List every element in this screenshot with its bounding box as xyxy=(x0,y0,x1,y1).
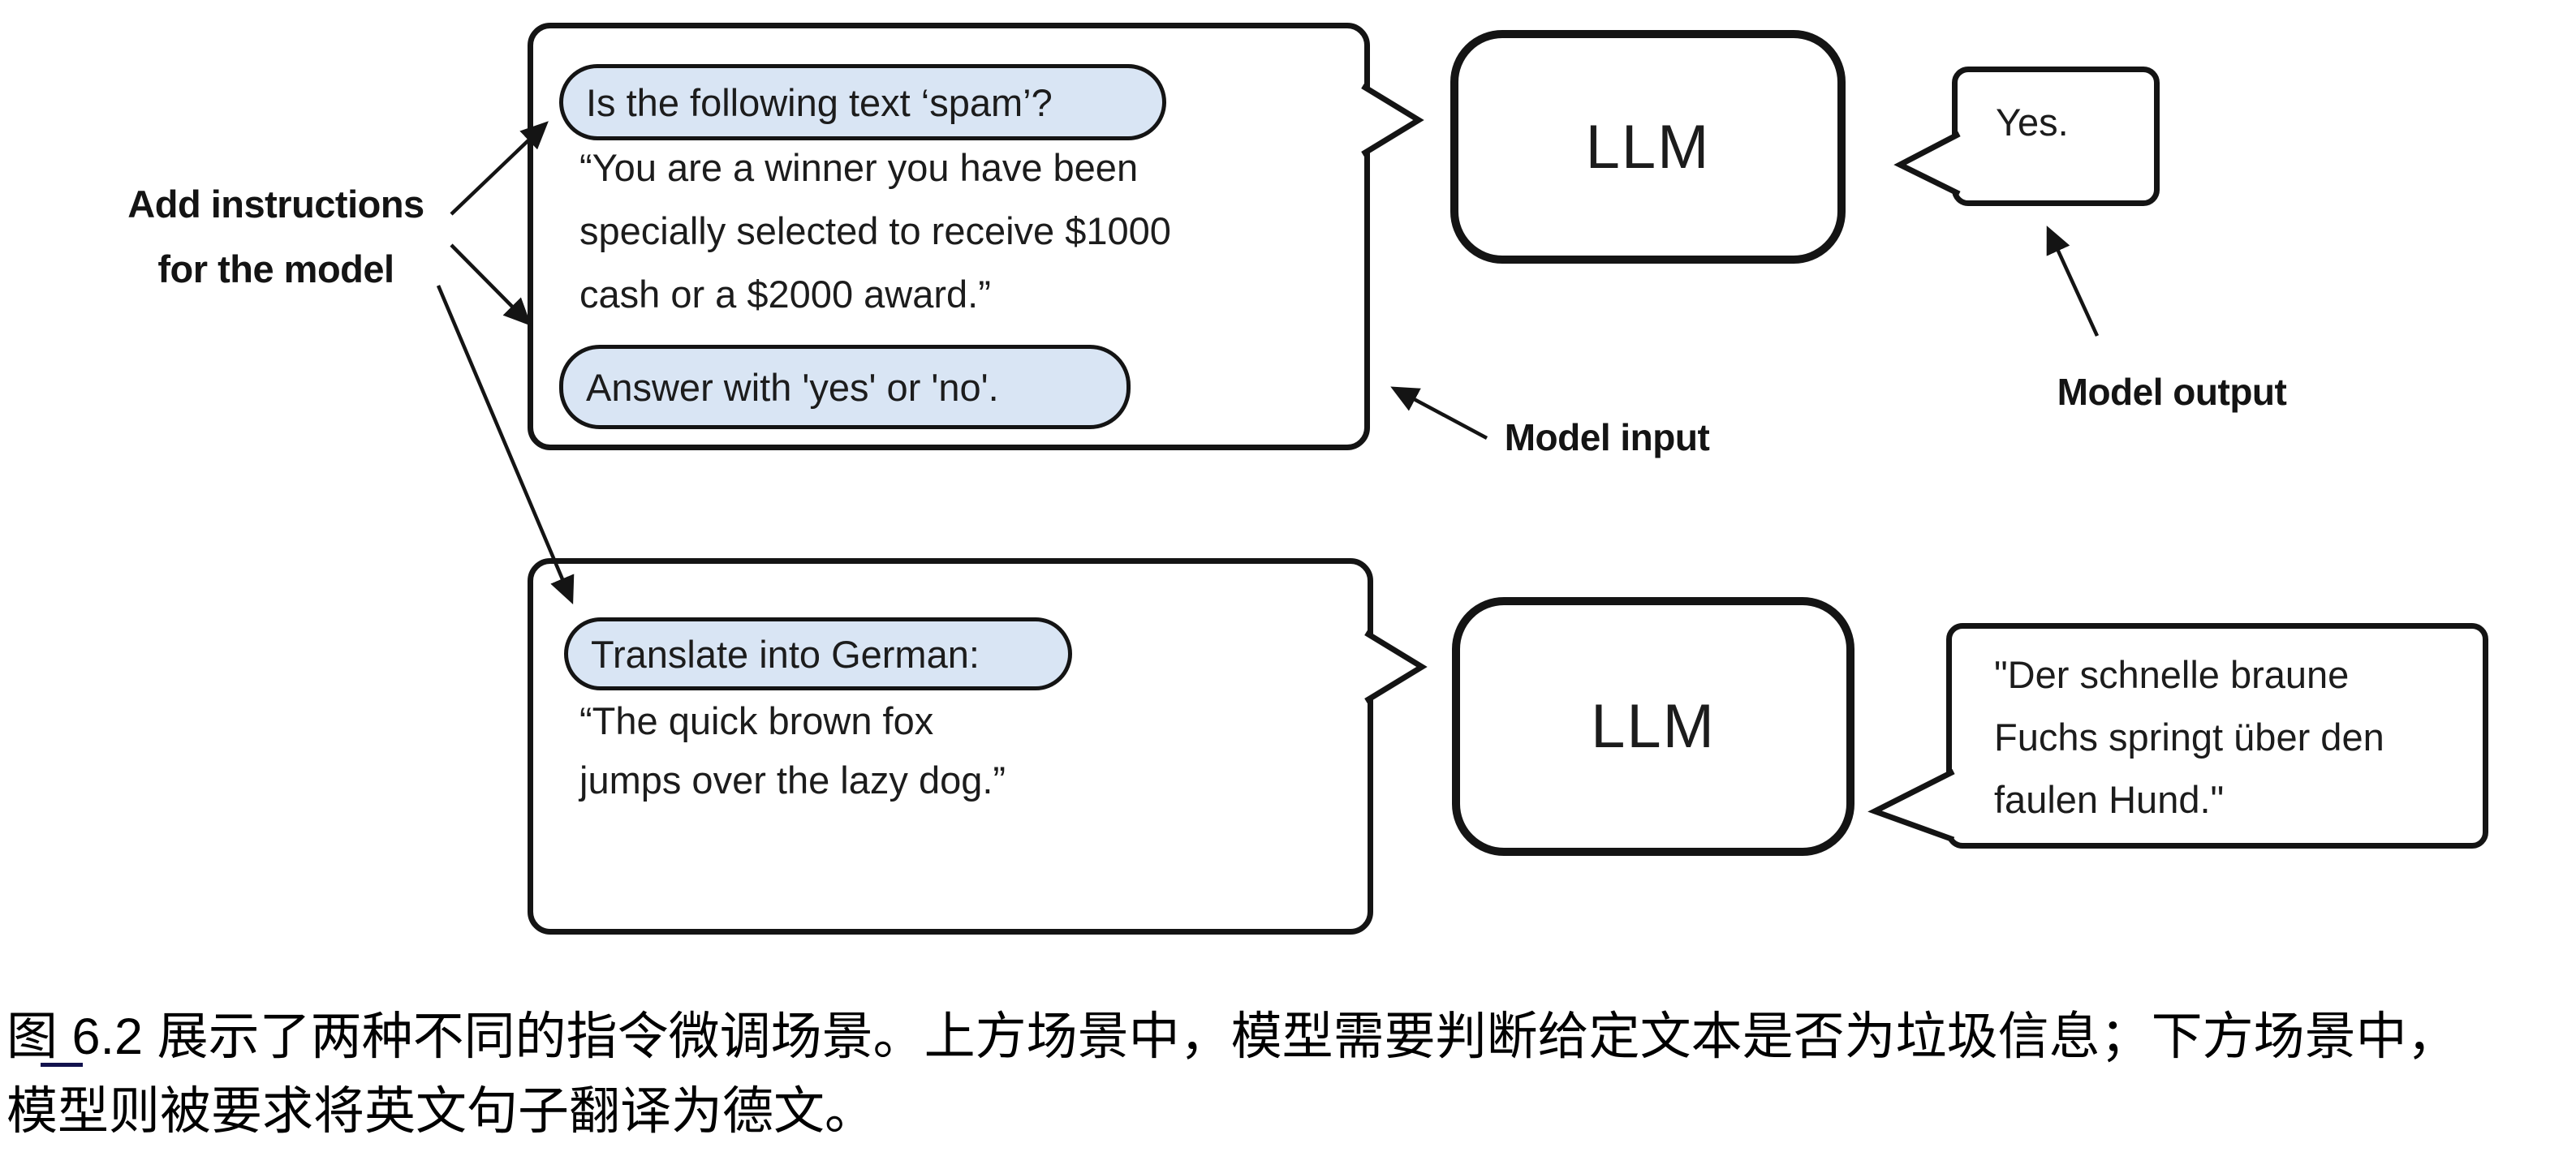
figure-caption: 图 6.2 展示了两种不同的指令微调场景。上方场景中，模型需要判断给定文本是否为… xyxy=(6,999,2571,1149)
yes-output-text: Yes. xyxy=(1996,101,2069,144)
caption-line-2: 模型则被要求将英文句子翻译为德文。 xyxy=(6,1083,876,1140)
yes-bubble-tail xyxy=(1893,131,1961,197)
translate-instruction-pill: Translate into German: xyxy=(564,617,1072,690)
yes-output-bubble: Yes. xyxy=(1952,67,2160,206)
spam-box-tail xyxy=(1361,84,1424,157)
german-output-text: "Der schnelle braune Fuchs springt über … xyxy=(1994,643,2384,831)
llm-label-bottom: LLM xyxy=(1591,692,1716,761)
add-instructions-line-1: Add instructions xyxy=(127,183,424,226)
german-output-line-3: faulen Hund." xyxy=(1994,778,2225,821)
arrow-to-spam-pill-2 xyxy=(450,243,532,326)
model-output-arrow xyxy=(2046,226,2100,337)
translate-body-line-2: jumps over the lazy dog.” xyxy=(579,759,1006,802)
german-output-line-2: Fuchs springt über den xyxy=(1994,716,2384,759)
spam-input-box: Is the following text ‘spam’? “You are a… xyxy=(528,23,1370,450)
add-instructions-label: Add instructions for the model xyxy=(89,172,463,302)
llm-box-top: LLM xyxy=(1450,30,1846,264)
spam-body-text: “You are a winner you have been speciall… xyxy=(579,136,1171,326)
spam-body-line-2: specially selected to receive $1000 xyxy=(579,209,1171,252)
german-output-line-1: "Der schnelle braune xyxy=(1994,653,2350,696)
caption-underline-mark xyxy=(41,1063,83,1067)
translate-input-box: Translate into German: “The quick brown … xyxy=(528,558,1373,935)
translate-body-text: “The quick brown fox jumps over the lazy… xyxy=(579,691,1006,810)
spam-body-line-1: “You are a winner you have been xyxy=(579,146,1139,189)
model-input-label: Model input xyxy=(1504,416,1710,458)
spam-instruction-pill-1: Is the following text ‘spam’? xyxy=(559,64,1166,140)
caption-line-1: 图 6.2 展示了两种不同的指令微调场景。上方场景中，模型需要判断给定文本是否为… xyxy=(6,1008,2458,1065)
model-output-label: Model output xyxy=(2057,371,2287,413)
translate-box-tail xyxy=(1364,630,1428,703)
spam-body-line-3: cash or a $2000 award.” xyxy=(579,273,991,316)
llm-box-bottom: LLM xyxy=(1452,597,1854,856)
german-output-bubble: "Der schnelle braune Fuchs springt über … xyxy=(1946,623,2488,849)
german-bubble-tail xyxy=(1867,768,1955,843)
model-input-arrow xyxy=(1390,386,1488,440)
spam-instruction-pill-2: Answer with 'yes' or 'no'. xyxy=(559,345,1131,429)
translate-body-line-1: “The quick brown fox xyxy=(579,699,934,742)
llm-label-top: LLM xyxy=(1585,112,1711,182)
add-instructions-line-2: for the model xyxy=(157,247,394,290)
